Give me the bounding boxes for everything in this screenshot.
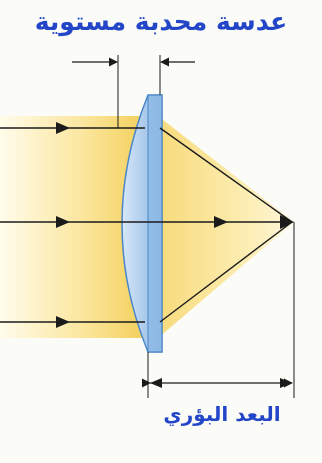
lens-flat-face (148, 95, 162, 352)
arrow-icon (280, 378, 292, 388)
focal-length-label: البعد البؤري (156, 401, 288, 427)
converging-light-cone (158, 116, 294, 338)
arrow-icon (150, 378, 162, 388)
